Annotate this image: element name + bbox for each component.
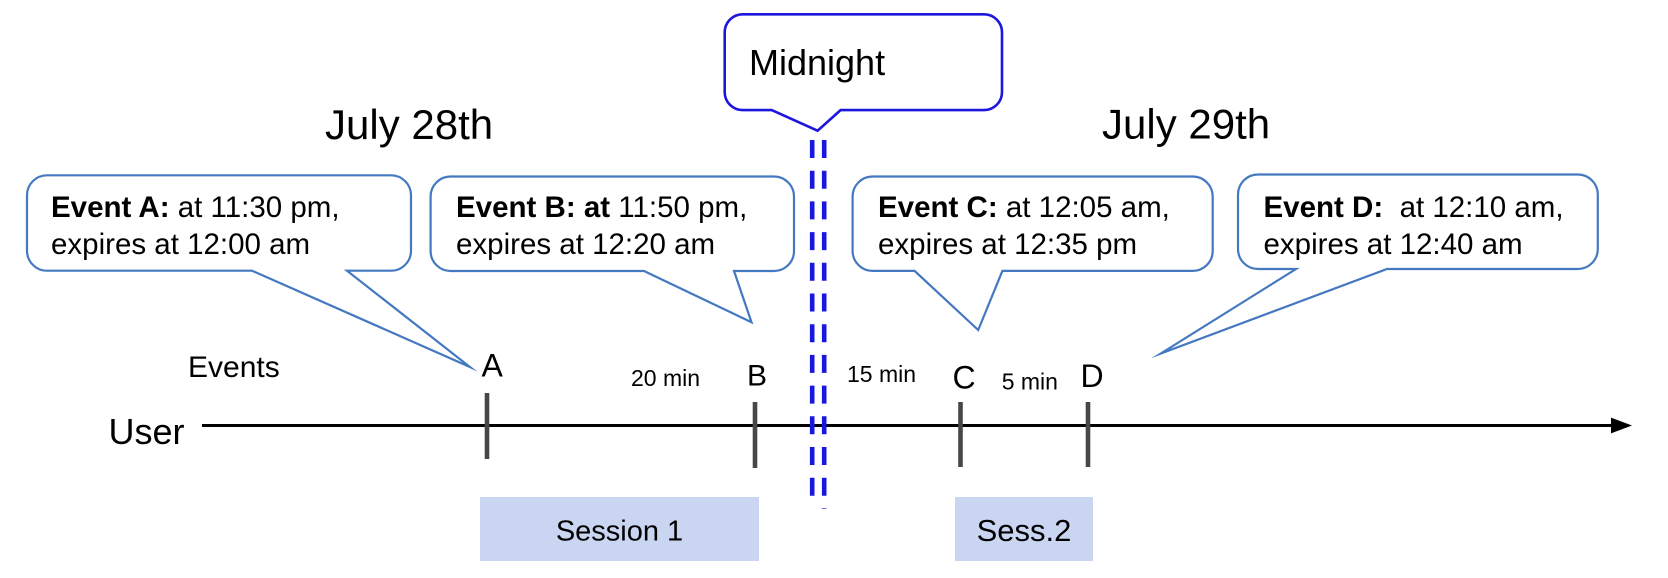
svg-text:expires at 12:00 am: expires at 12:00 am [51, 228, 310, 261]
svg-text:5 min: 5 min [1002, 369, 1058, 395]
svg-text:User: User [109, 411, 185, 452]
svg-text:A: A [482, 348, 504, 384]
svg-text:Session 1: Session 1 [556, 516, 683, 548]
svg-text:C: C [953, 359, 976, 395]
svg-text:15 min: 15 min [847, 361, 916, 387]
svg-text:July 28th: July 28th [325, 101, 493, 148]
svg-text:expires at 12:40 am: expires at 12:40 am [1264, 228, 1523, 261]
svg-text:Events: Events [188, 351, 280, 384]
svg-text:D: D [1081, 358, 1104, 394]
svg-text:Event C: at 12:05 am,: Event C: at 12:05 am, [878, 191, 1170, 224]
svg-text:20 min: 20 min [631, 365, 700, 391]
svg-text:Sess.2: Sess.2 [977, 513, 1072, 548]
svg-text:July 29th: July 29th [1102, 101, 1270, 148]
svg-text:Event D: at 12:10 am,: Event D: at 12:10 am, [1264, 191, 1564, 224]
svg-text:Event A: at 11:30 pm,: Event A: at 11:30 pm, [51, 191, 340, 224]
svg-text:B: B [747, 359, 767, 392]
svg-text:Event B: at 11:50 pm,: Event B: at 11:50 pm, [456, 191, 747, 224]
svg-text:Midnight: Midnight [749, 42, 885, 83]
svg-text:expires at 12:35 pm: expires at 12:35 pm [878, 228, 1137, 261]
svg-text:expires at 12:20 am: expires at 12:20 am [456, 228, 715, 261]
